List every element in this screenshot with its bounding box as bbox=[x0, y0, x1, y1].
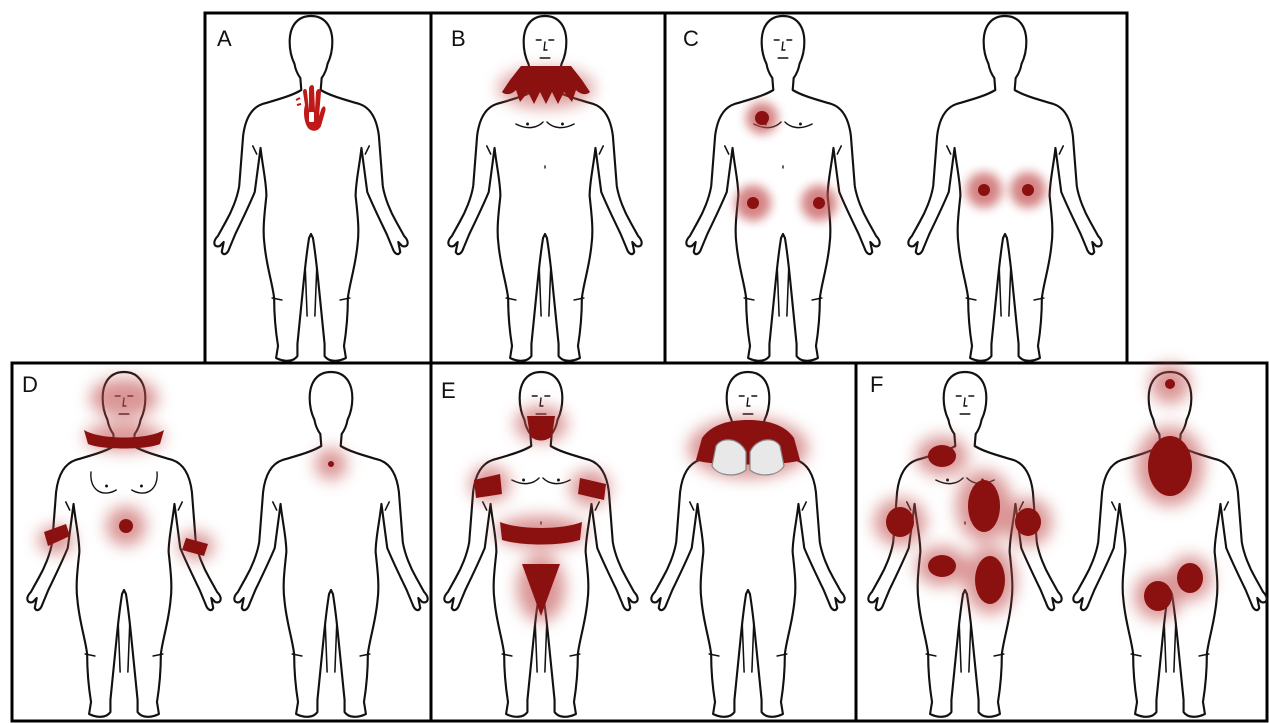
panel-f-figure-back bbox=[1073, 372, 1266, 717]
panel-c-figure-front bbox=[686, 16, 879, 361]
panel-d-label: D bbox=[22, 374, 38, 396]
panel-d-figure-back bbox=[234, 372, 427, 717]
panel-frames bbox=[12, 13, 1267, 721]
panel-e-label: E bbox=[441, 380, 456, 402]
panel-c-label: C bbox=[683, 28, 699, 50]
panel-b-label: B bbox=[451, 28, 466, 50]
panel-b-shoulder-cape bbox=[498, 66, 594, 108]
panel-f-label: F bbox=[870, 374, 883, 396]
panel-a-label: A bbox=[217, 28, 232, 50]
panel-a-figure-back bbox=[214, 16, 407, 361]
panel-c-figure-back bbox=[908, 16, 1101, 361]
